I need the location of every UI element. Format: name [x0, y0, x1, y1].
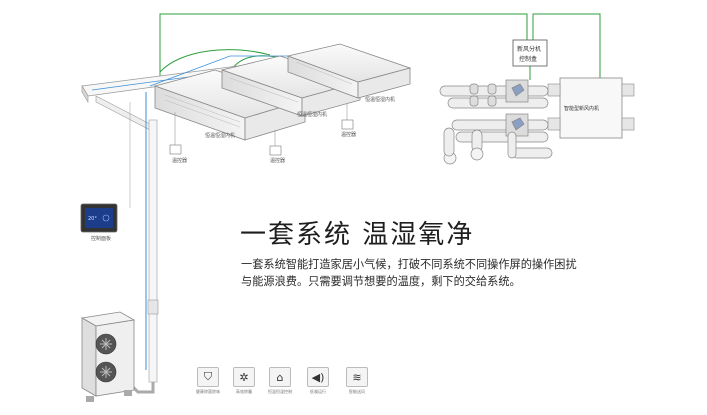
house-icon: ⌂ — [269, 367, 291, 387]
feature-label: 健康除菌除味 — [195, 390, 221, 395]
fresh-air-controller — [512, 39, 548, 67]
fresh-air-ducts — [439, 79, 553, 165]
indoor-unit-1-label: 恒温恒湿内机 — [205, 132, 235, 139]
headline: 一套系统 温湿氧净 — [240, 220, 475, 250]
thermostat-2-label: 温控器 — [270, 157, 285, 164]
fresh-air-controller-label-2: 控制盒 — [519, 55, 537, 63]
indoor-unit-2-label: 恒温恒湿内机 — [297, 111, 327, 118]
speaker-icon: ◀) — [307, 367, 329, 387]
feature-health: ⛉ 健康除菌除味 — [193, 367, 223, 395]
thermostat-3 — [341, 119, 354, 130]
dust-icon: ✲ — [233, 367, 255, 387]
shield-icon: ⛉ — [197, 367, 219, 387]
control-panel: 20° — [80, 203, 118, 233]
feature-label: 高效除霾 — [235, 390, 253, 395]
svg-text:20°: 20° — [88, 216, 97, 222]
thermostat-2 — [269, 145, 282, 156]
feature-haze: ✲ 高效除霾 — [229, 367, 259, 395]
outdoor-unit — [80, 311, 136, 402]
indoor-unit-3 — [286, 43, 412, 99]
refrigerant-pipes — [129, 92, 159, 394]
feature-low-noise: ◀) 低噪运行 — [303, 367, 333, 395]
indoor-unit-3-label: 恒温恒湿内机 — [365, 96, 395, 103]
wind-icon: ≋ — [346, 367, 368, 387]
feature-constant-temp: ⌂ 恒温恒湿控制 — [265, 367, 295, 395]
control-panel-label: 控制面板 — [91, 235, 111, 242]
thermostat-1 — [169, 144, 182, 155]
feature-label: 低噪运行 — [309, 390, 327, 395]
description: 一套系统智能打造家居小气候，打破不同系统不同操作屏的操作困扰与能源浪费。只需要调… — [241, 258, 577, 288]
indoor-unit-2 — [220, 55, 362, 117]
thermostat-lines — [174, 104, 348, 146]
feature-smart-airflow: ≋ 智能送风 — [342, 367, 372, 395]
feature-label: 智能送风 — [348, 390, 366, 395]
feature-label: 恒温恒湿控制 — [267, 390, 293, 395]
thermostat-1-label: 温控器 — [172, 157, 187, 164]
fresh-air-unit — [547, 77, 635, 139]
fresh-air-controller-label-1: 新风分机 — [517, 45, 541, 53]
thermostat-3-label: 温控器 — [341, 131, 356, 138]
fresh-air-unit-label: 智能型新风内机 — [564, 105, 599, 112]
